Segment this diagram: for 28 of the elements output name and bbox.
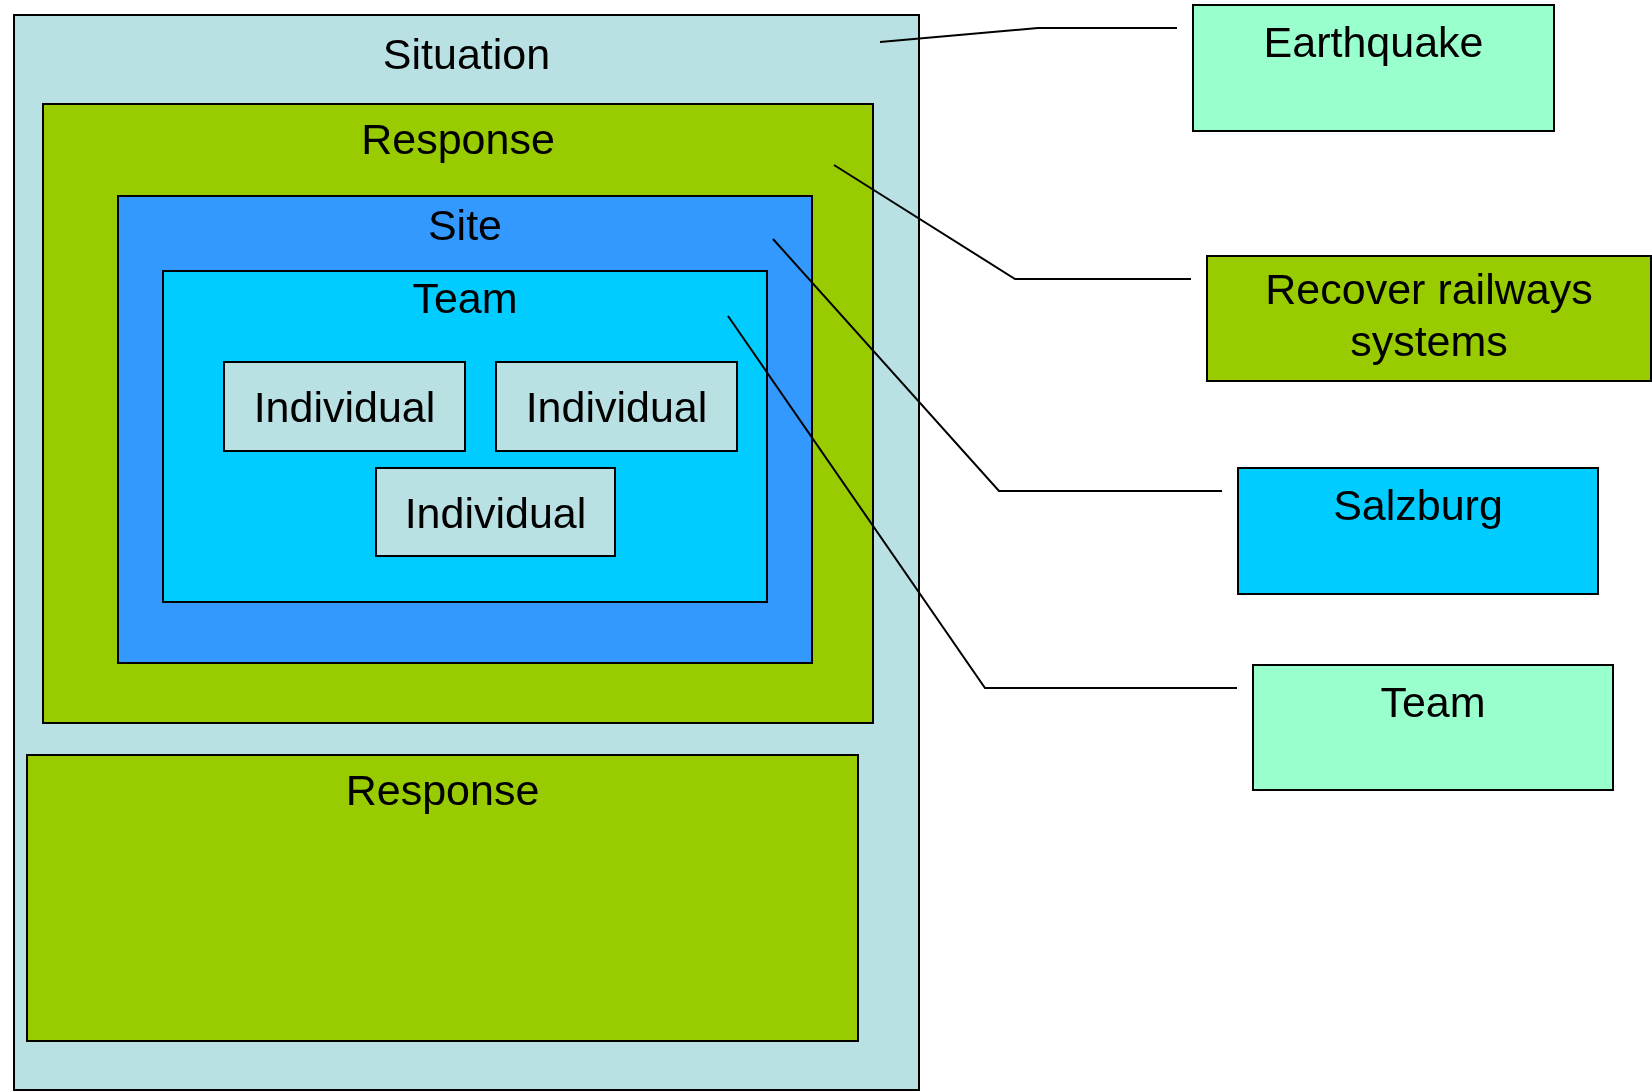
container-box xyxy=(42,103,874,724)
container-box xyxy=(117,195,813,664)
box-title: Response xyxy=(344,765,541,816)
leader-line xyxy=(727,315,1238,689)
callout-text: Earthquake xyxy=(1262,17,1485,68)
box-title: Response xyxy=(360,114,556,165)
box-title: Site xyxy=(426,200,504,251)
callout-box xyxy=(1252,664,1614,791)
box-title: Team xyxy=(411,273,519,324)
process-box xyxy=(375,467,616,557)
container-box xyxy=(13,14,920,1091)
box-label: Individual xyxy=(403,488,588,539)
callout-box xyxy=(1206,255,1652,382)
callout-text: Recover railways systems xyxy=(1264,264,1594,367)
leader-line xyxy=(833,164,1192,280)
callout-text: Salzburg xyxy=(1332,480,1504,531)
leader-line xyxy=(772,238,1223,492)
leader-line xyxy=(879,27,1178,43)
callout-box xyxy=(1192,4,1555,132)
container-box xyxy=(162,270,768,603)
process-box xyxy=(495,361,738,452)
callout-box xyxy=(1237,467,1599,595)
process-box xyxy=(223,361,466,452)
box-label: Individual xyxy=(252,382,437,433)
callout-text: Team xyxy=(1379,677,1487,728)
box-label: Individual xyxy=(524,382,709,433)
container-box xyxy=(26,754,859,1042)
box-title: Situation xyxy=(381,29,552,80)
